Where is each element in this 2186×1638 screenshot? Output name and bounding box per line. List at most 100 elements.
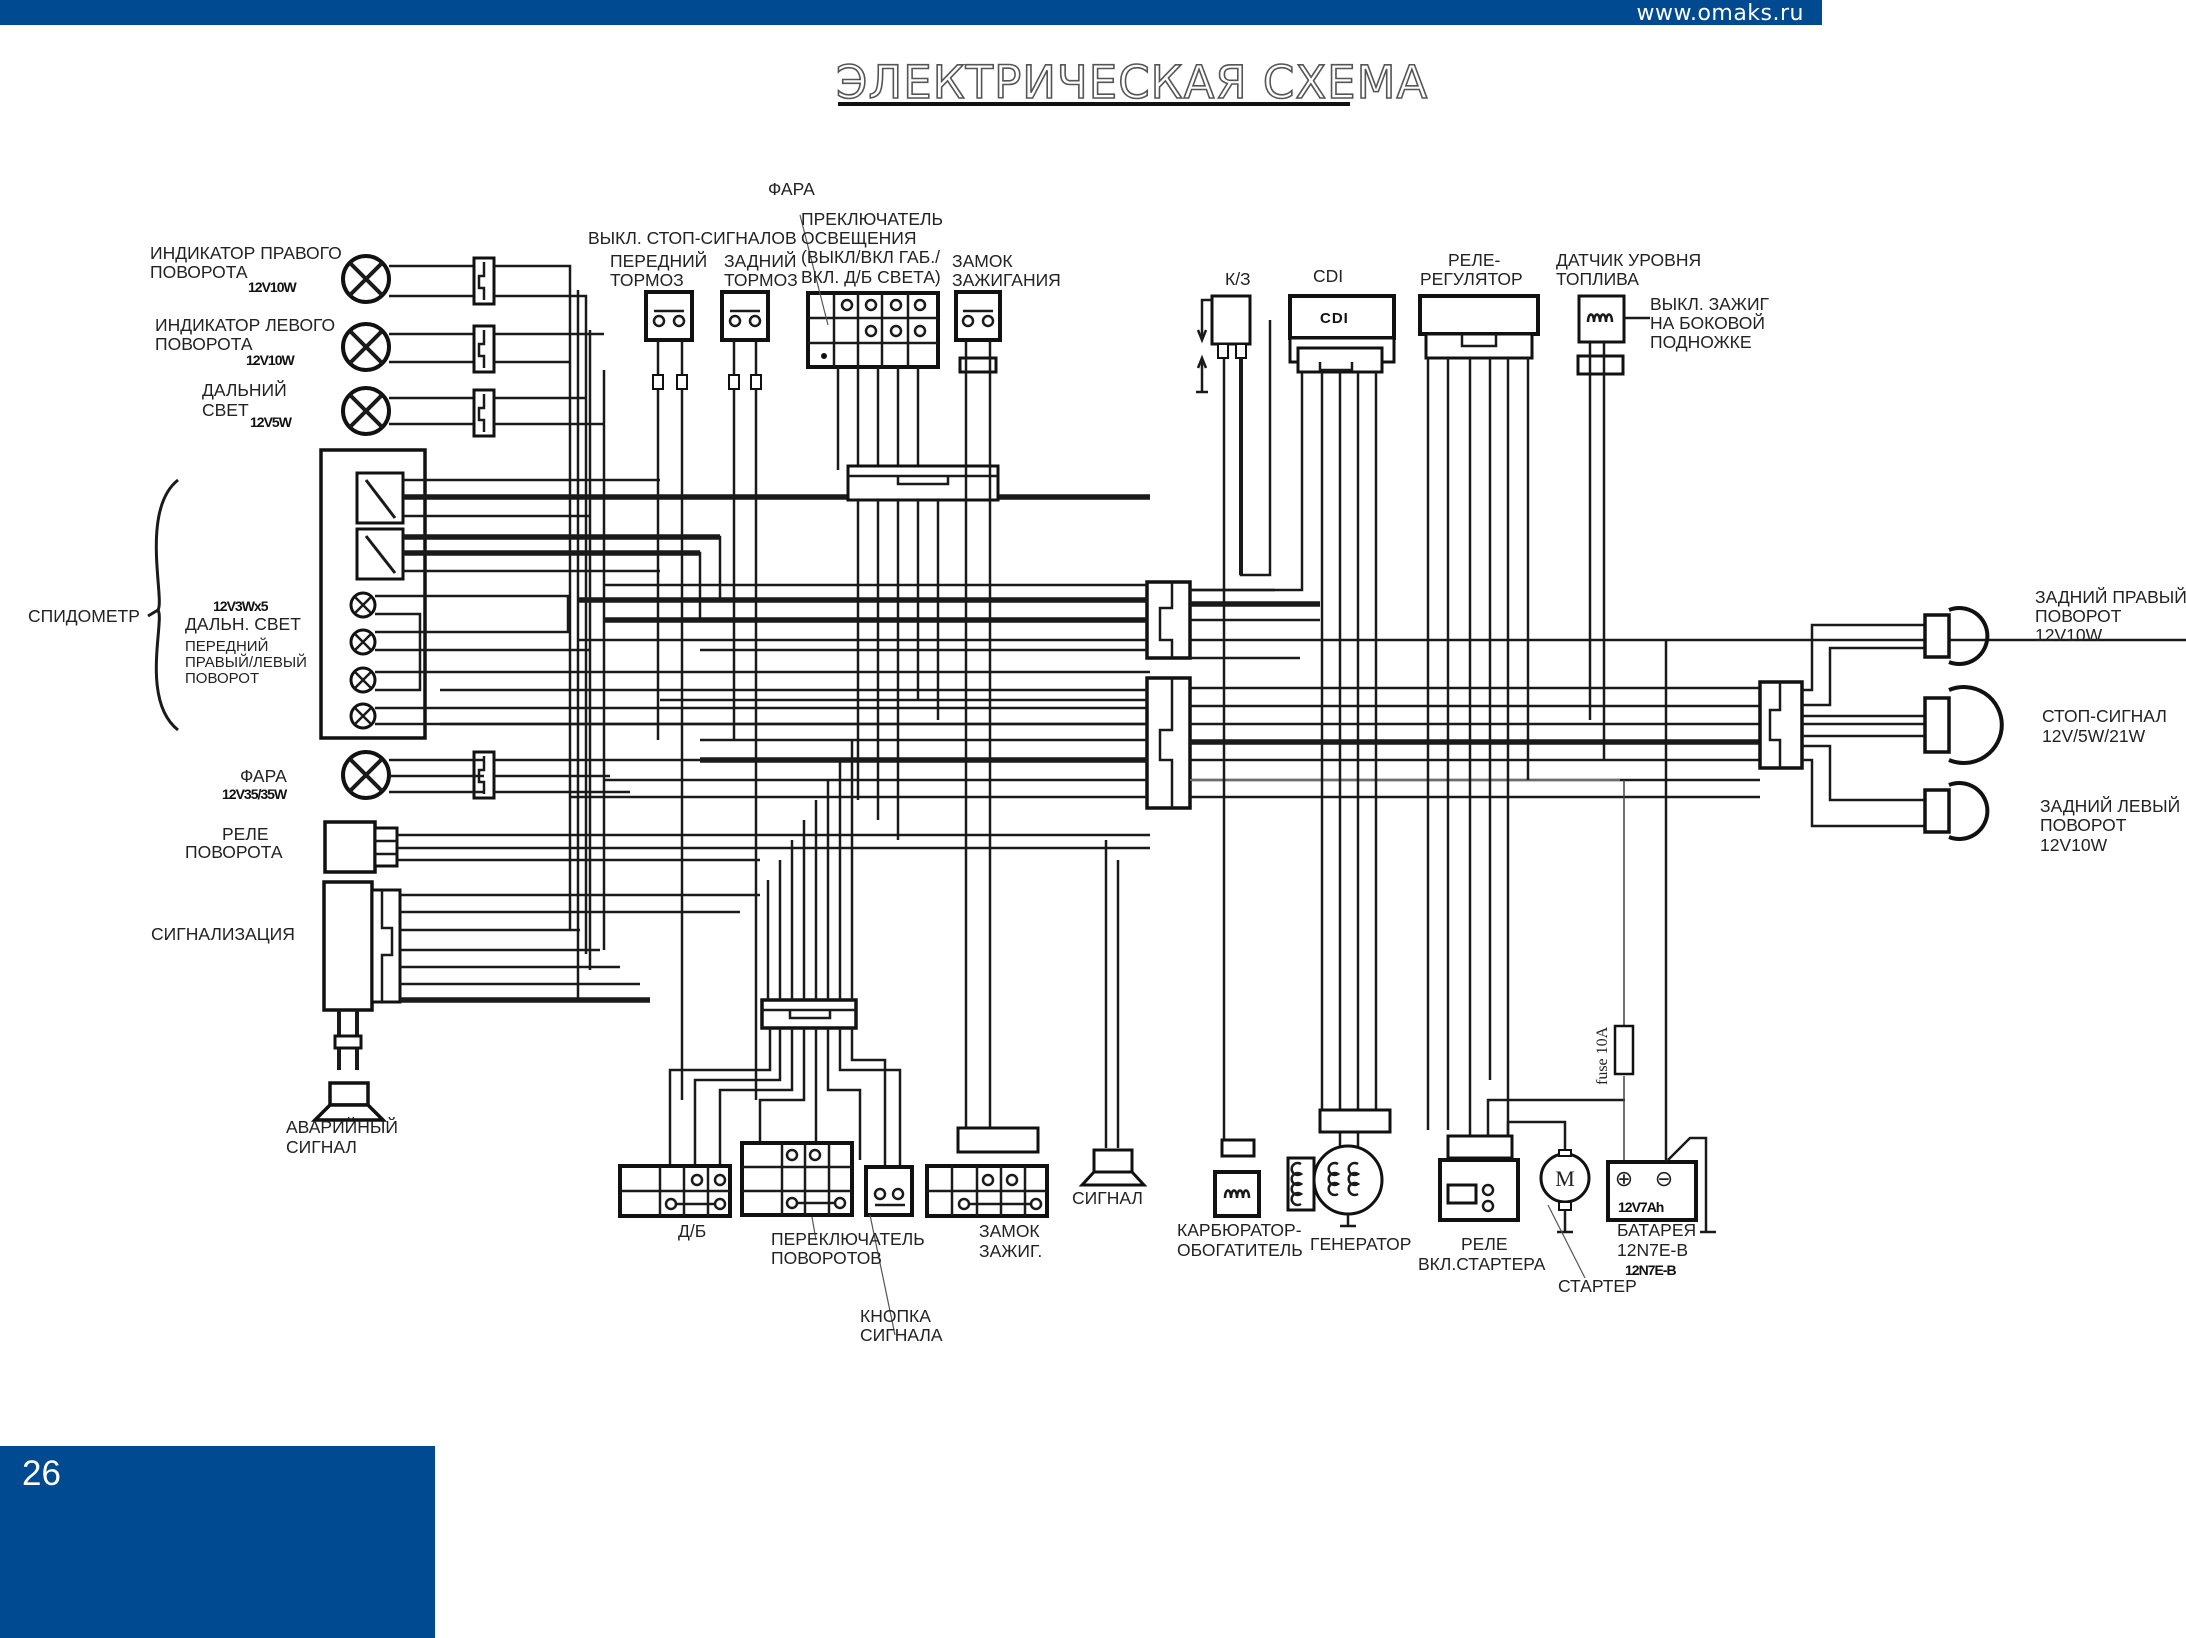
alarm-label: СИГНАЛИЗАЦИЯ [151, 924, 295, 944]
speedometer-indicator-lamps [349, 591, 377, 730]
starter-relay [1438, 1134, 1520, 1222]
battery [1606, 640, 1716, 1234]
hazard-signal-label-2: СИГНАЛ [286, 1137, 357, 1157]
speedometer-label: СПИДОМЕТР [28, 606, 140, 626]
fuse [1613, 780, 1635, 1162]
rear-connector [1758, 680, 1804, 770]
front-brake-switch [644, 290, 694, 342]
starter-relay-label: РЕЛЕ [1461, 1234, 1508, 1254]
turn-relay [323, 820, 399, 874]
starter-motor [1539, 1149, 1591, 1234]
horn-label: СИГНАЛ [1072, 1188, 1143, 1208]
battery-model-bold: 12N7E-B [1625, 1262, 1676, 1278]
left-turn-indicator-label-2: ПОВОРОТА [155, 334, 253, 354]
speedometer-line3: ПРАВЫЙ/ЛЕВЫЙ [185, 653, 307, 671]
top-banner: www.omaks.ru [0, 0, 1822, 26]
rear-left-turn-lamp [1923, 781, 1990, 841]
headlamp-pointer-line [799, 214, 829, 326]
short-circuit-unit [1196, 294, 1252, 394]
front-brake-label: ПЕРЕДНИЙ [610, 250, 707, 271]
battery-label: БАТАРЕЯ [1617, 1220, 1696, 1240]
rear-right-turn-label-2: ПОВОРОТ [2035, 606, 2122, 626]
carb-enricher-label-2: ОБОГАТИТЕЛЬ [1177, 1240, 1303, 1260]
page-number-box: 26 [0, 1446, 435, 1638]
carburetor-enricher [1213, 1138, 1261, 1218]
fuel-level-sensor [1576, 294, 1626, 376]
light-switch-label-3: (ВЫКЛ/ВКЛ ГАБ./ [801, 247, 940, 267]
side-stand-label: ВЫКЛ. ЗАЖИГ [1650, 294, 1770, 314]
brake-switches-label: ВЫКЛ. СТОП-СИГНАЛОВ [588, 228, 797, 248]
headlight-label: ФАРА [240, 766, 287, 786]
horn [1078, 840, 1148, 1187]
battery-plus: ⊕ [1615, 1166, 1633, 1191]
speedometer-rating: 12V3Wx5 [213, 598, 269, 614]
regulator-label: РЕЛЕ- [1448, 250, 1501, 270]
horn-button-label: КНОПКА [860, 1306, 931, 1326]
turn-switch-label-2: ПОВОРОТОВ [771, 1248, 882, 1268]
headlight-lamp [341, 750, 391, 800]
horn-button [864, 1165, 914, 1217]
cdi-inner-label: CDI [1320, 310, 1349, 327]
regulator-rectifier [1418, 294, 1540, 360]
front-brake-label-2: ТОРМОЗ [610, 270, 684, 290]
battery-model: 12N7E-B [1617, 1240, 1688, 1260]
battery-rating: 12V7Ah [1618, 1199, 1664, 1215]
left-turn-indicator-label: ИНДИКАТОР ЛЕВОГО [155, 315, 335, 335]
speedometer-brace [147, 478, 179, 732]
high-beam-label: ДАЛЬНИЙ [202, 379, 287, 400]
battery-minus: ⊖ [1655, 1166, 1673, 1191]
headlight-rating: 12V35/35W [222, 786, 288, 802]
stop-signal-lamp [1923, 685, 2004, 765]
motor-symbol: M [1555, 1166, 1575, 1191]
rear-brake-switch [720, 290, 770, 342]
alarm-unit [322, 880, 402, 1012]
ignition-lock-bottom-label-2: ЗАЖИГ. [979, 1241, 1042, 1261]
light-switch-label-2: ОСВЕЩЕНИЯ [801, 228, 917, 248]
headlamp-pointer-label: ФАРА [768, 179, 815, 199]
high-beam-rating: 12V5W [250, 414, 293, 430]
ignition-lock-label-2: ЗАЖИГАНИЯ [952, 270, 1061, 290]
side-stand-label-2: НА БОКОВОЙ [1650, 312, 1765, 333]
left-turn-indicator-lamp [341, 322, 391, 372]
dimmer-label: Д/Б [678, 1221, 706, 1241]
high-beam-indicator-lamp [341, 386, 391, 436]
ignition-lock-label: ЗАМОК [952, 251, 1013, 271]
carb-enricher-label: КАРБЮРАТОР- [1177, 1220, 1302, 1240]
right-turn-indicator-rating: 12V10W [248, 279, 297, 295]
rear-left-turn-label: ЗАДНИЙ ЛЕВЫЙ [2040, 795, 2180, 816]
rear-brake-label: ЗАДНИЙ [724, 250, 796, 271]
lamp-connector [472, 256, 496, 800]
cdi-label: CDI [1313, 266, 1343, 286]
light-switch-label: ПРЕКЛЮЧАТЕЛЬ [801, 209, 943, 229]
turn-relay-label-2: ПОВОРОТА [185, 842, 283, 862]
stop-signal-rating: 12V/5W/21W [2042, 726, 2146, 746]
fuel-sensor-label: ДАТЧИК УРОВНЯ [1556, 250, 1701, 270]
site-url[interactable]: www.omaks.ru [1636, 1, 1804, 26]
hazard-signal-label: АВАРИЙНЫЙ [286, 1116, 398, 1137]
fuse-label: fuse 10A [1594, 1026, 1611, 1085]
light-switch-connector [846, 464, 1000, 502]
center-connector-upper [1145, 580, 1192, 660]
hazard-signal-horn [310, 1010, 388, 1122]
light-switch-block [806, 291, 940, 369]
rear-left-turn-label-2: ПОВОРОТ [2040, 815, 2127, 835]
rear-left-turn-rating: 12V10W [2040, 835, 2108, 855]
generator-label: ГЕНЕРАТОР [1310, 1234, 1411, 1254]
ignition-lock-bottom-label: ЗАМОК [979, 1221, 1040, 1241]
handlebar-connector [760, 998, 858, 1030]
turn-signal-switch [740, 1141, 854, 1217]
right-turn-indicator-lamp [341, 254, 391, 304]
dimmer-switch [618, 1164, 732, 1218]
ignition-lock-switch [954, 290, 1002, 374]
page-number: 26 [22, 1454, 61, 1493]
speedometer-line4: ПОВОРОТ [185, 670, 259, 687]
ignition-lock-bottom [925, 1126, 1049, 1218]
generator [1286, 1108, 1392, 1228]
page-title: ЭЛЕКТРИЧЕСКАЯ СХЕМА [835, 55, 1429, 110]
starter-label: СТАРТЕР [1558, 1276, 1637, 1296]
rear-right-turn-rating: 12V10W [2035, 625, 2103, 645]
cdi-unit [1288, 294, 1396, 374]
starter-relay-label-2: ВКЛ.СТАРТЕРА [1418, 1254, 1546, 1274]
rear-right-turn-lamp [1923, 606, 1990, 666]
